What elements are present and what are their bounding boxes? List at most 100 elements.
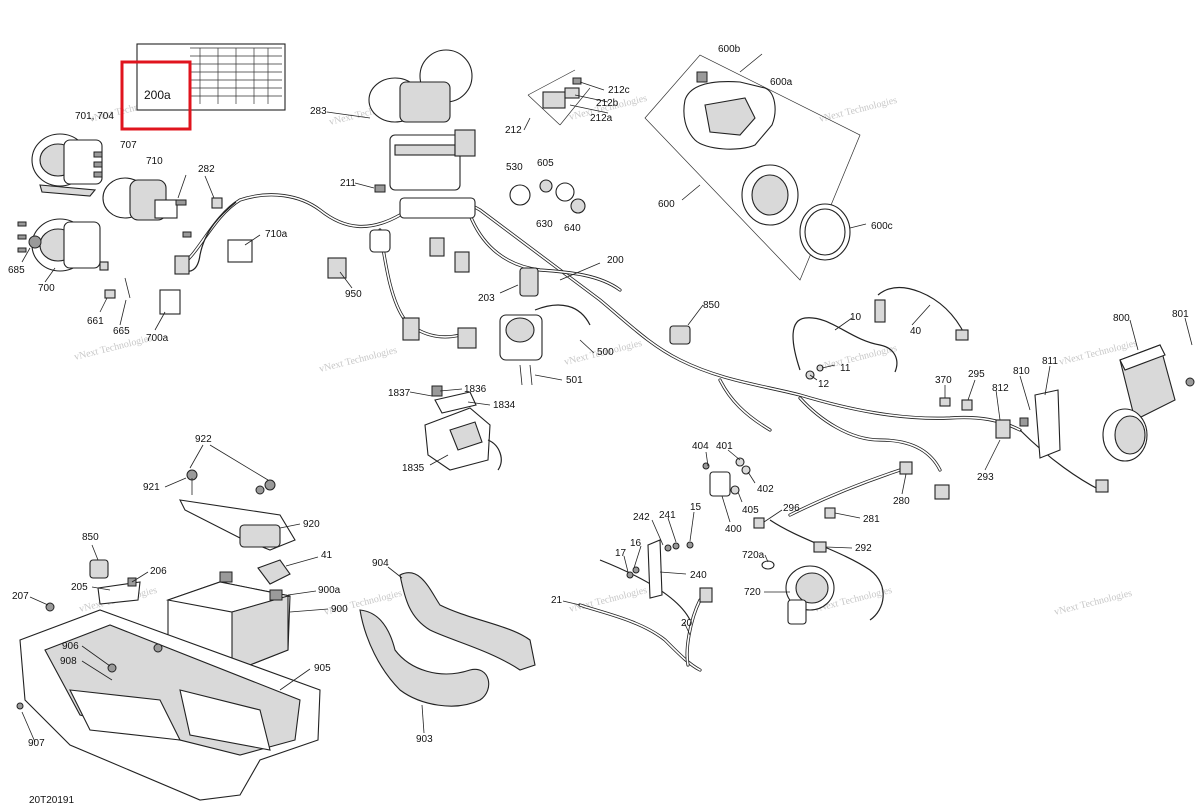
callout-15: 15 bbox=[690, 502, 702, 513]
callout-800: 800 bbox=[1113, 313, 1130, 324]
callout-605: 605 bbox=[537, 158, 554, 169]
callout-801: 801 bbox=[1172, 309, 1189, 320]
cover-903 bbox=[359, 609, 490, 707]
callout-661: 661 bbox=[87, 316, 104, 327]
callout-280: 280 bbox=[893, 496, 910, 507]
callout-906: 906 bbox=[62, 641, 79, 652]
callout-600a: 600a bbox=[770, 77, 793, 88]
callout-903: 903 bbox=[416, 734, 433, 745]
callout-370: 370 bbox=[935, 375, 952, 386]
callout-600: 600 bbox=[658, 199, 675, 210]
callout-1837: 1837 bbox=[388, 388, 411, 399]
tray-905 bbox=[16, 602, 321, 801]
callout-1836: 1836 bbox=[464, 384, 487, 395]
watermark-6: vNext Technologies bbox=[318, 345, 398, 375]
callout-401: 401 bbox=[716, 441, 733, 452]
callout-950: 950 bbox=[345, 289, 362, 300]
callout-701-704: 701, 704 bbox=[75, 111, 114, 122]
callout-921: 921 bbox=[143, 482, 160, 493]
callout-600b: 600b bbox=[718, 44, 741, 55]
callout-281: 281 bbox=[863, 514, 880, 525]
callout-811: 811 bbox=[1042, 356, 1058, 367]
callout-850-top: 850 bbox=[703, 300, 720, 311]
callout-41: 41 bbox=[321, 550, 333, 561]
callout-1835: 1835 bbox=[402, 463, 425, 474]
callout-21: 21 bbox=[551, 595, 563, 606]
callout-405: 405 bbox=[742, 505, 759, 516]
callout-685: 685 bbox=[8, 265, 25, 276]
cable-10-40 bbox=[792, 286, 969, 380]
callout-16: 16 bbox=[630, 538, 642, 549]
callout-1834: 1834 bbox=[493, 400, 516, 411]
callout-203: 203 bbox=[478, 293, 495, 304]
callout-20: 20 bbox=[681, 618, 693, 629]
callout-900: 900 bbox=[331, 604, 348, 615]
parts-280-296 bbox=[753, 507, 836, 553]
callout-17: 17 bbox=[615, 548, 627, 559]
callout-530: 530 bbox=[506, 162, 523, 173]
cable-20 bbox=[578, 587, 713, 672]
callout-640: 640 bbox=[564, 223, 581, 234]
callout-211: 211 bbox=[340, 178, 356, 189]
callout-292: 292 bbox=[855, 543, 872, 554]
highlight-box bbox=[120, 60, 192, 131]
callout-720: 720 bbox=[744, 587, 761, 598]
callout-400: 400 bbox=[725, 524, 742, 535]
callout-720a: 720a bbox=[742, 550, 765, 561]
connectors-295-293 bbox=[899, 397, 1109, 500]
callout-404: 404 bbox=[692, 441, 709, 452]
callout-710: 710 bbox=[146, 156, 163, 167]
callout-10: 10 bbox=[850, 312, 862, 323]
callout-907: 907 bbox=[28, 738, 45, 749]
bracket-240 bbox=[626, 539, 694, 599]
callout-850-bot: 850 bbox=[82, 532, 99, 543]
watermark-14: vNext Technologies bbox=[1053, 588, 1133, 618]
fog-light-710 bbox=[102, 177, 178, 221]
watermark-5: vNext Technologies bbox=[73, 333, 153, 363]
callout-212: 212 bbox=[505, 125, 522, 136]
callout-293: 293 bbox=[977, 472, 994, 483]
part-850-bot bbox=[89, 559, 109, 579]
callout-212a: 212a bbox=[590, 113, 613, 124]
callout-40: 40 bbox=[910, 326, 922, 337]
relay-400 bbox=[702, 457, 751, 497]
switches-530-640 bbox=[509, 179, 586, 214]
bracket-203 bbox=[519, 267, 539, 297]
callout-700a: 700a bbox=[146, 333, 169, 344]
switch-assembly-1835 bbox=[424, 385, 502, 471]
callout-812: 812 bbox=[992, 383, 1009, 394]
callout-labels: 701, 704 707 710 282 710a 685 700 661 66… bbox=[8, 44, 1189, 749]
leader-lines bbox=[21, 53, 1193, 743]
callout-600c: 600c bbox=[871, 221, 893, 232]
callout-920: 920 bbox=[303, 519, 320, 530]
callout-700: 700 bbox=[38, 283, 55, 294]
callout-904: 904 bbox=[372, 558, 389, 569]
callout-206: 206 bbox=[150, 566, 167, 577]
actuator-500 bbox=[499, 304, 591, 386]
callout-402: 402 bbox=[757, 484, 774, 495]
callout-810: 810 bbox=[1013, 366, 1030, 377]
callout-295: 295 bbox=[968, 369, 985, 380]
callout-282: 282 bbox=[198, 164, 215, 175]
callout-200: 200 bbox=[607, 255, 624, 266]
callout-212c: 212c bbox=[608, 85, 630, 96]
brackets-205-206 bbox=[97, 577, 141, 605]
callout-241: 241 bbox=[659, 510, 676, 521]
relay-block-212 bbox=[527, 69, 591, 126]
callout-12: 12 bbox=[818, 379, 830, 390]
headlight-left-lower bbox=[28, 218, 101, 272]
small-bolts-left bbox=[17, 151, 223, 299]
callout-630: 630 bbox=[536, 219, 553, 230]
callout-283: 283 bbox=[310, 106, 327, 117]
callout-296: 296 bbox=[783, 503, 800, 514]
callout-900a: 900a bbox=[318, 585, 341, 596]
callout-500: 500 bbox=[597, 347, 614, 358]
callout-905: 905 bbox=[314, 663, 331, 674]
connector-710a bbox=[174, 239, 253, 275]
callout-501: 501 bbox=[566, 375, 583, 386]
callout-205: 205 bbox=[71, 582, 88, 593]
ecu-800 bbox=[1119, 344, 1195, 421]
drawing-number: 20T20191 bbox=[29, 795, 74, 805]
callout-665: 665 bbox=[113, 326, 130, 337]
